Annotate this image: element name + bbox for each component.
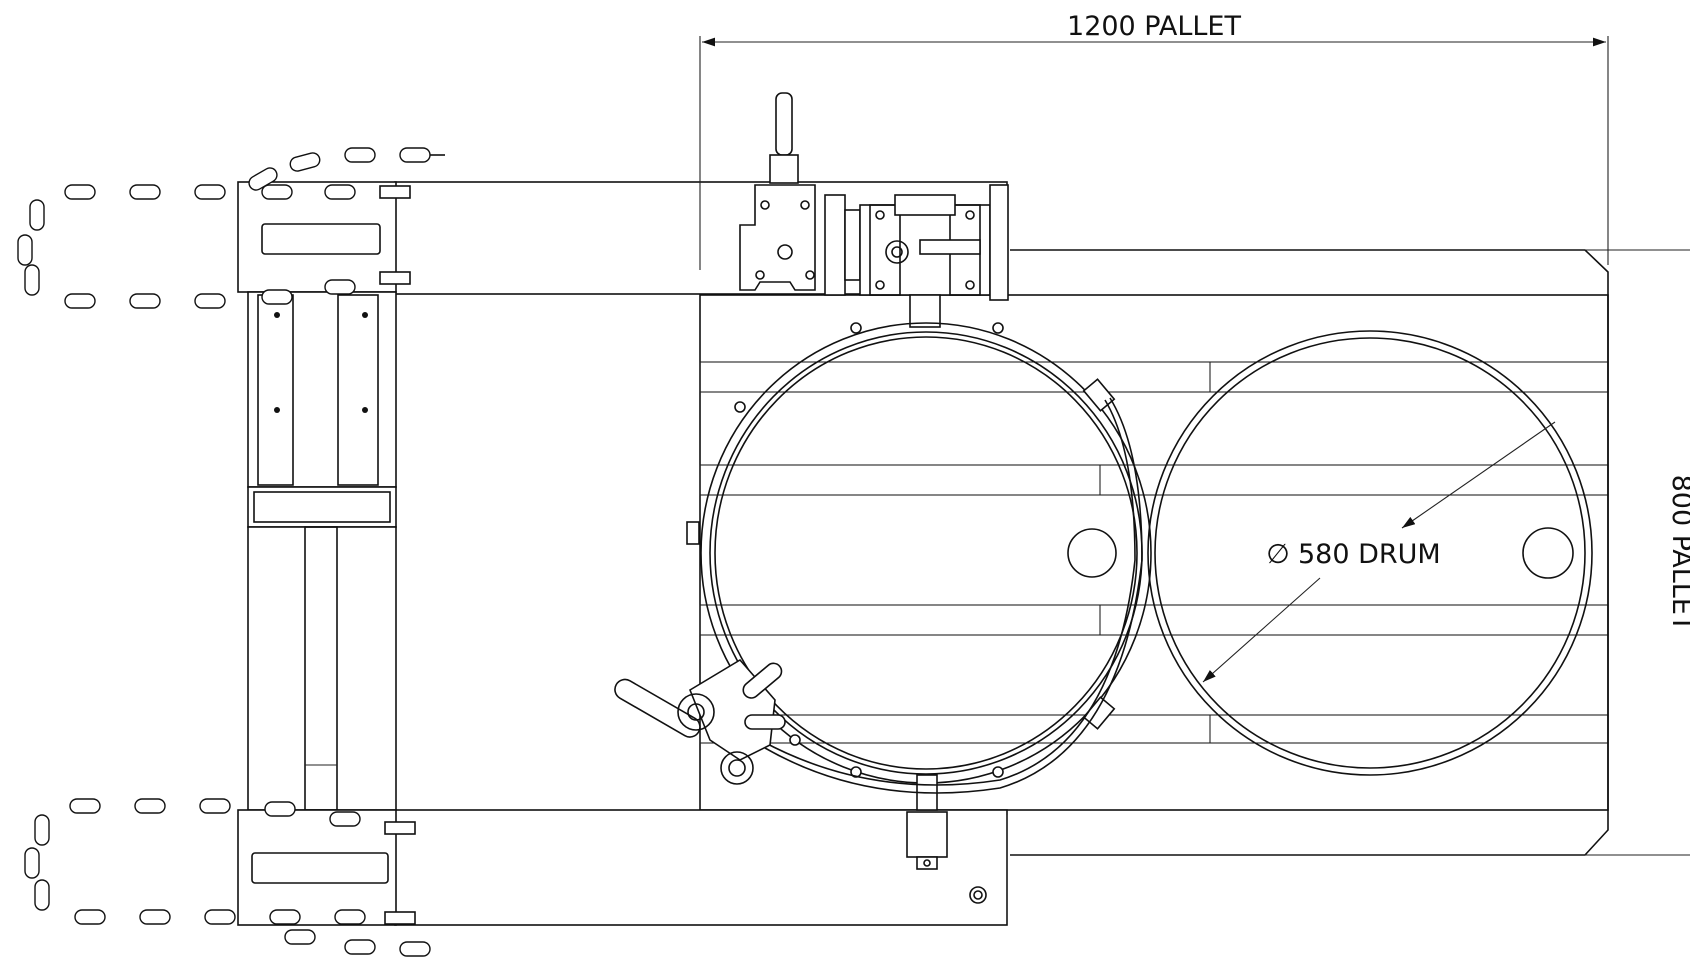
pallet xyxy=(699,249,1690,856)
mast-frame xyxy=(237,181,397,926)
pallet-width-label: 800 PALLET xyxy=(1666,475,1690,632)
drum-right xyxy=(1147,330,1593,776)
chain-upper xyxy=(17,147,445,309)
drum-diameter-symbol: ∅ xyxy=(1266,539,1290,570)
dimension-pallet-length: 1200 PALLET xyxy=(699,11,1609,270)
clamp-handle xyxy=(614,397,1143,794)
gearbox-assembly xyxy=(739,92,1009,328)
drum-left xyxy=(686,322,1152,870)
drum-diameter-label: 580 DRUM xyxy=(1298,539,1441,570)
dimension-drum-diameter: ∅ 580 DRUM xyxy=(1202,421,1556,683)
chain-lower xyxy=(24,798,431,957)
dimension-pallet-width: 800 PALLET xyxy=(1666,475,1690,632)
pallet-length-label: 1200 PALLET xyxy=(1067,11,1241,42)
